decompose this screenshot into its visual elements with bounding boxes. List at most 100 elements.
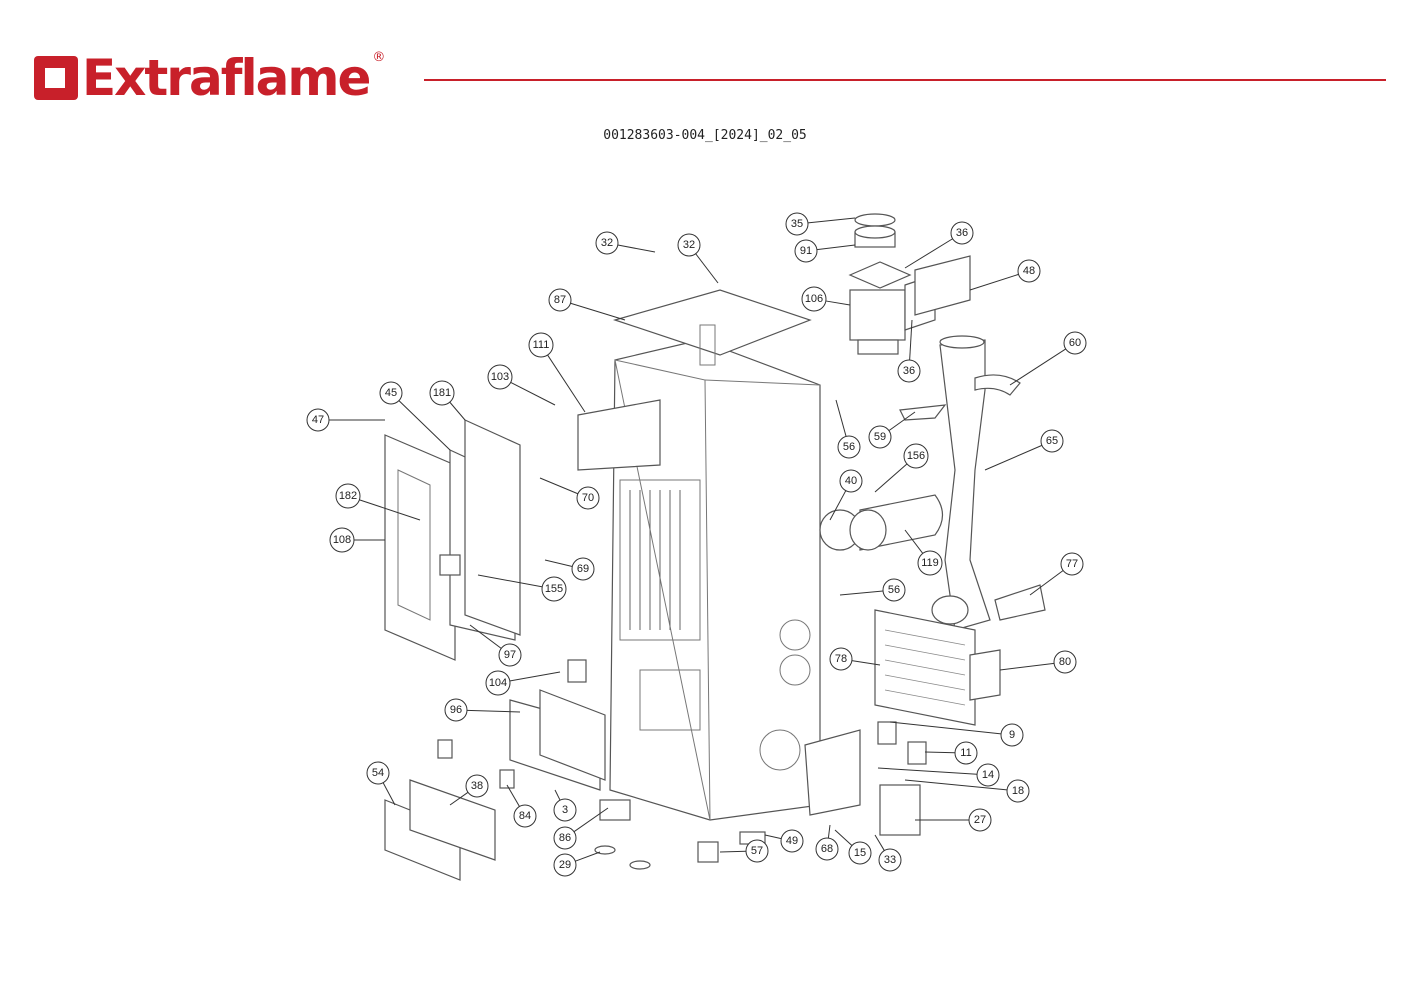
leader-line (969, 273, 1019, 291)
leader-line (888, 411, 916, 432)
leader-line (695, 253, 719, 284)
callout-59: 59 (868, 411, 916, 449)
callout-78: 78 (829, 647, 881, 671)
part-number: 155 (545, 583, 563, 595)
callout-86: 86 (553, 807, 609, 850)
leader-line (827, 824, 831, 839)
part-number: 47 (312, 414, 324, 426)
callout-circle (903, 443, 929, 469)
callout-35: 35 (785, 212, 856, 236)
callout-38: 38 (449, 774, 489, 806)
callout-circle (571, 557, 595, 581)
leader-line (448, 401, 466, 421)
callout-circle (868, 425, 892, 449)
callout-circle (513, 804, 537, 828)
part-number: 69 (577, 563, 589, 575)
leader-line (824, 300, 851, 306)
part-number: 18 (1012, 785, 1024, 797)
callout-47: 47 (306, 408, 385, 432)
callout-84: 84 (506, 784, 537, 828)
callout-3: 3 (553, 789, 577, 822)
callout-104: 104 (485, 670, 561, 696)
leader-line (909, 319, 913, 361)
callout-circle (745, 839, 769, 863)
callout-77: 77 (1029, 552, 1084, 596)
callout-circle (815, 837, 839, 861)
brand-logo: Extraflame ® (34, 49, 385, 107)
callout-54: 54 (366, 761, 396, 806)
callout-14: 14 (877, 763, 1000, 787)
callout-circle (306, 408, 330, 432)
callout-circle (1040, 429, 1064, 453)
callout-11: 11 (924, 741, 978, 765)
leader-line (889, 721, 1002, 735)
leader-line (1029, 570, 1064, 596)
leader-line (904, 779, 1008, 791)
part-number: 32 (601, 237, 613, 249)
part-number: 48 (1023, 265, 1035, 277)
callout-circle (780, 829, 804, 853)
part-number: 65 (1046, 435, 1058, 447)
callout-96: 96 (444, 698, 521, 722)
leader-line (469, 624, 502, 649)
part-number: 77 (1066, 558, 1078, 570)
brand-name: Extraflame (82, 49, 371, 107)
leader-line (382, 782, 396, 806)
callout-circle (595, 231, 619, 255)
leader-line (851, 660, 881, 666)
callout-69: 69 (544, 557, 595, 581)
callout-circle (801, 286, 827, 312)
callout-32: 32 (677, 233, 719, 284)
leader-line (874, 462, 909, 493)
callout-27: 27 (915, 808, 992, 832)
header-rule (424, 79, 1386, 81)
callout-103: 103 (487, 364, 556, 406)
leader-line (877, 767, 978, 775)
leader-line (570, 302, 626, 321)
leader-line (839, 590, 884, 596)
callout-circle (498, 643, 522, 667)
part-number: 54 (372, 767, 384, 779)
part-number: 49 (786, 835, 798, 847)
leader-line (984, 444, 1043, 471)
part-number: 15 (854, 847, 866, 859)
callout-circle (553, 798, 577, 822)
callout-circle (444, 698, 468, 722)
leader-line (506, 784, 520, 807)
callout-circle (553, 826, 577, 850)
callout-circle (487, 364, 513, 390)
logo-mark-icon (34, 56, 78, 100)
leader-line (466, 709, 521, 713)
callout-circle (677, 233, 701, 257)
callout-circle (379, 381, 403, 405)
callout-97: 97 (469, 624, 522, 667)
part-number: 103 (491, 371, 509, 383)
callout-57: 57 (719, 839, 769, 863)
callout-circle (954, 741, 978, 765)
callout-106: 106 (801, 286, 851, 312)
part-number: 119 (921, 557, 939, 569)
part-number: 91 (800, 245, 812, 257)
callout-circle (429, 380, 455, 406)
callout-65: 65 (984, 429, 1064, 471)
leader-line (999, 662, 1055, 671)
callout-36: 36 (904, 221, 974, 269)
callout-circle (465, 774, 489, 798)
part-number: 156 (907, 450, 925, 462)
callout-182: 182 (335, 483, 421, 521)
leader-line (539, 477, 579, 495)
callout-circle (882, 578, 906, 602)
parts-drawing (384, 213, 1046, 881)
part-number: 78 (835, 653, 847, 665)
leader-line (398, 400, 451, 451)
part-number: 68 (821, 843, 833, 855)
leader-line (904, 238, 953, 269)
callout-181: 181 (429, 380, 466, 421)
leader-line (573, 807, 609, 833)
stove-body (577, 339, 821, 821)
callout-circle (917, 550, 943, 576)
part-number: 56 (888, 584, 900, 596)
callout-circle (1063, 331, 1087, 355)
part-number: 32 (683, 239, 695, 251)
